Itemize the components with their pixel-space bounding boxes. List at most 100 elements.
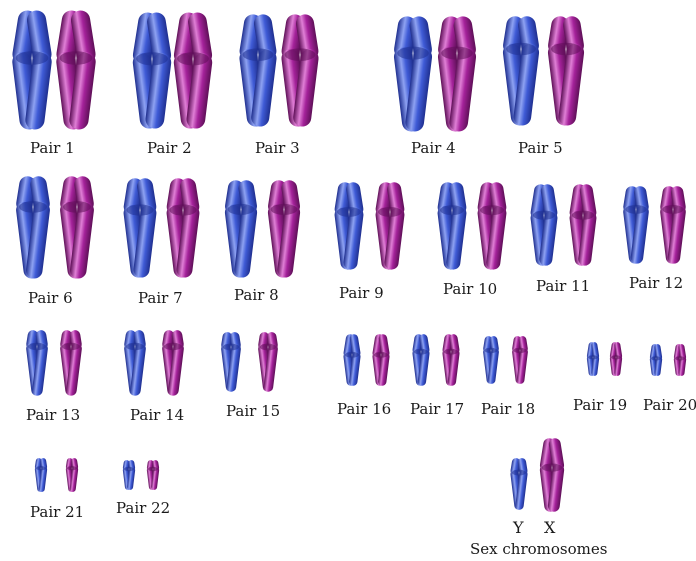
pair-8-label: Pair 8 xyxy=(234,286,279,304)
chromatid-arm xyxy=(667,205,686,264)
centromere xyxy=(62,342,80,351)
chromatid-arm xyxy=(446,205,467,270)
centromere xyxy=(662,205,684,214)
pair-2-label: Pair 2 xyxy=(147,139,192,157)
chromatid-arm xyxy=(127,467,136,490)
centromere xyxy=(674,356,686,361)
centromere xyxy=(126,342,144,351)
chromatid-arm xyxy=(176,205,200,278)
centromere xyxy=(513,347,527,354)
pair-13-maternal-chromosome xyxy=(60,330,82,396)
centromere xyxy=(177,52,209,66)
chromatid-arm xyxy=(133,205,157,278)
pair-15-maternal-chromosome xyxy=(258,332,278,392)
chromatid-arm xyxy=(578,211,597,266)
centromere xyxy=(625,205,647,214)
centromere xyxy=(227,203,255,215)
chromatid-arm xyxy=(251,49,277,127)
chromatid-arm xyxy=(447,349,460,386)
centromere xyxy=(15,51,49,65)
pair-22-paternal-chromosome xyxy=(122,460,136,490)
centromere xyxy=(378,206,402,217)
chromatid-arm xyxy=(579,184,597,220)
pair-7-maternal-chromosome xyxy=(166,178,200,278)
chromatid-arm xyxy=(405,47,433,132)
pair-1-paternal-chromosome xyxy=(12,10,52,130)
chromatid-arm xyxy=(630,205,649,264)
pair-22-maternal-chromosome xyxy=(146,460,160,490)
chromatid-arm xyxy=(26,201,50,279)
centromere xyxy=(532,210,556,220)
chromatid-arm xyxy=(32,343,48,396)
pair-17-label: Pair 17 xyxy=(410,400,464,418)
chromatid-arm xyxy=(591,342,600,360)
chromatid-arm xyxy=(654,356,663,376)
chromatid-arm xyxy=(147,12,172,65)
pair-11-maternal-chromosome xyxy=(569,184,597,266)
pair-14-maternal-chromosome xyxy=(162,330,184,396)
chromatid-arm xyxy=(614,342,623,360)
pair-3-label: Pair 3 xyxy=(255,139,300,157)
centromere xyxy=(62,201,92,213)
chromatid-arm xyxy=(349,352,361,386)
centromere xyxy=(571,210,595,220)
centromere xyxy=(506,42,536,56)
chromatid-arm xyxy=(547,464,565,512)
centromere xyxy=(373,351,389,358)
chromatid-arm xyxy=(293,49,319,127)
centromere xyxy=(511,469,527,476)
centromere xyxy=(35,466,47,471)
chromatid-arm xyxy=(263,344,278,392)
pair-17-paternal-chromosome xyxy=(412,334,430,386)
centromere xyxy=(650,356,662,361)
pair-7-label: Pair 7 xyxy=(138,289,183,307)
label-layer: Pair 1 Pair 2 Pair 3 Pair 4 Pair 5 Pair … xyxy=(26,139,696,558)
y-chromosome xyxy=(510,458,528,510)
chromatid-arm xyxy=(486,205,507,270)
pair-4-maternal-chromosome xyxy=(437,16,477,132)
chromatid-arm xyxy=(66,343,82,396)
chromatid-arm xyxy=(186,53,213,129)
pair-12-maternal-chromosome xyxy=(660,186,686,264)
pair-20-paternal-chromosome xyxy=(649,344,663,376)
centromere xyxy=(440,205,464,216)
pair-7-paternal-chromosome xyxy=(123,178,157,278)
chromatid-arm xyxy=(234,204,258,278)
centromere xyxy=(397,46,429,60)
centromere xyxy=(610,355,622,360)
pair-11-label: Pair 11 xyxy=(536,277,590,295)
chromatid-arm xyxy=(654,344,663,361)
pair-5-label: Pair 5 xyxy=(518,139,563,157)
pair-3-paternal-chromosome xyxy=(239,14,277,127)
centromere xyxy=(443,348,459,355)
centromere xyxy=(270,203,298,215)
pair-4-paternal-chromosome xyxy=(393,16,433,132)
chromatid-arm xyxy=(678,344,687,361)
chromatid-arm xyxy=(69,52,96,130)
pair-1-label: Pair 1 xyxy=(30,139,75,157)
centromere xyxy=(259,343,277,351)
chromatid-arm xyxy=(558,43,585,126)
pair-19-paternal-chromosome xyxy=(586,342,600,376)
chromatid-arm xyxy=(226,344,241,392)
pair-2-maternal-chromosome xyxy=(173,12,213,129)
chromatid-arm xyxy=(513,43,540,126)
pair-9-maternal-chromosome xyxy=(375,182,405,270)
centromere xyxy=(344,351,360,358)
pair-4-label: Pair 4 xyxy=(411,139,456,157)
chromatid-arm xyxy=(69,466,79,492)
centromere xyxy=(484,347,498,354)
chromatid-arm xyxy=(539,211,558,266)
chromatid-arm xyxy=(130,343,146,396)
pair-14-label: Pair 14 xyxy=(130,406,184,424)
chromatid-arm xyxy=(277,204,301,278)
pair-20-maternal-chromosome xyxy=(673,344,687,376)
centromere xyxy=(123,466,135,472)
pair-10-label: Pair 10 xyxy=(443,280,497,298)
chromatid-arm xyxy=(548,438,565,472)
pair-17-maternal-chromosome xyxy=(442,334,460,386)
chromatid-arm xyxy=(70,10,96,64)
pair-15-paternal-chromosome xyxy=(221,332,241,392)
centromere xyxy=(126,204,154,216)
pair-19-label: Pair 19 xyxy=(573,396,627,414)
